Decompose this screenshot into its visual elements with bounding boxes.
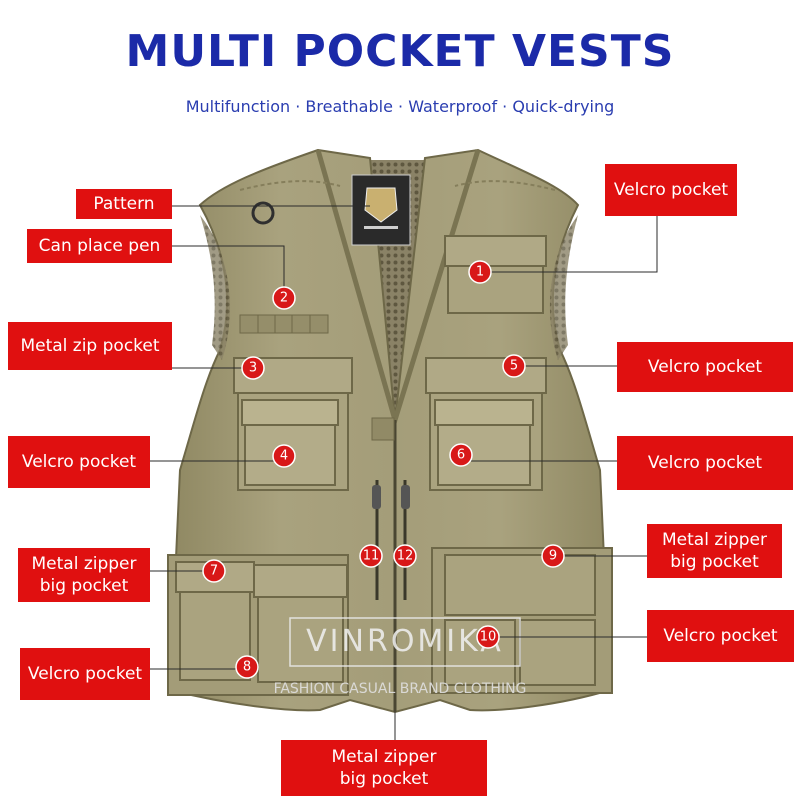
callout-velcro-pocket-10: Velcro pocket [647,610,794,662]
right-armhole-mesh [549,215,578,360]
marker-12: 12 [393,544,417,568]
marker-3-number: 3 [249,361,257,376]
marker-2-number: 2 [280,291,288,306]
callout-zipper-9-line1: Metal zipper [661,530,767,550]
callout-metal-zip-pocket-text: Metal zip pocket [20,336,160,356]
marker-7-number: 7 [210,564,218,579]
callout-velcro-pocket-10-text: Velcro pocket [663,626,778,646]
callout-zipper-7-line1: Metal zipper [31,554,137,574]
pen-loops [239,314,329,334]
marker-4-number: 4 [280,449,288,464]
marker-7: 7 [202,559,226,583]
marker-10-number: 10 [480,630,497,645]
marker-1-number: 1 [476,265,484,280]
callout-zipper-bottom-line2: big pocket [339,769,429,789]
marker-1: 1 [468,260,492,284]
callout-velcro-pocket-4: Velcro pocket [8,436,150,488]
marker-11-number: 11 [363,549,380,564]
marker-4: 4 [272,444,296,468]
marker-3: 3 [241,356,265,380]
callout-velcro-pocket-5-text: Velcro pocket [647,357,763,377]
callout-velcro-pocket-8-text: Velcro pocket [27,664,143,684]
callout-velcro-pocket-5: Velcro pocket [617,342,793,392]
callout-metal-zipper-big-pocket-9: Metal zipper big pocket [647,524,782,578]
page-title: MULTI POCKET VESTS [125,26,675,77]
left-armhole-mesh [200,215,230,360]
callout-velcro-pocket-8: Velcro pocket [20,648,150,700]
marker-11: 11 [359,544,383,568]
marker-9-number: 9 [549,549,557,564]
callout-zipper-9-line2: big pocket [670,552,759,572]
callout-metal-zipper-big-pocket-7: Metal zipper big pocket [18,548,150,602]
callout-metal-zipper-big-pocket-bottom: Metal zipper big pocket [281,740,487,796]
callout-velcro-pocket-6-text: Velcro pocket [647,453,763,473]
marker-5: 5 [502,354,526,378]
callout-can-place-pen-text: Can place pen [38,236,161,256]
watermark-box [289,617,521,667]
d-ring [251,201,275,225]
callout-can-place-pen: Can place pen [27,229,172,263]
pocket-10 [444,619,516,686]
marker-2: 2 [272,286,296,310]
watermark-brand: VINROMIKA [306,624,504,659]
marker-10: 10 [476,625,500,649]
callout-metal-zip-pocket: Metal zip pocket [8,322,172,370]
callout-zipper-bottom-line1: Metal zipper [331,747,437,767]
callout-velcro-pocket-4-text: Velcro pocket [21,452,137,472]
marker-9: 9 [541,544,565,568]
callout-pattern: Pattern [76,189,172,219]
marker-8: 8 [235,655,259,679]
marker-8-number: 8 [243,660,251,675]
callout-zipper-7-line2: big pocket [39,576,129,596]
marker-5-number: 5 [510,359,518,374]
marker-6-number: 6 [457,448,465,463]
callout-pattern-text: Pattern [93,194,155,214]
page-subtitle: Multifunction · Breathable · Waterproof … [185,97,615,116]
watermark-tagline: FASHION CASUAL BRAND CLOTHING [274,681,527,697]
callout-velcro-pocket-6: Velcro pocket [617,436,793,490]
callout-velcro-pocket-1: Velcro pocket [605,164,737,216]
leader-lines [150,205,658,740]
marker-6: 6 [449,443,473,467]
callout-velcro-pocket-1-text: Velcro pocket [613,180,729,200]
marker-12-number: 12 [397,549,414,564]
